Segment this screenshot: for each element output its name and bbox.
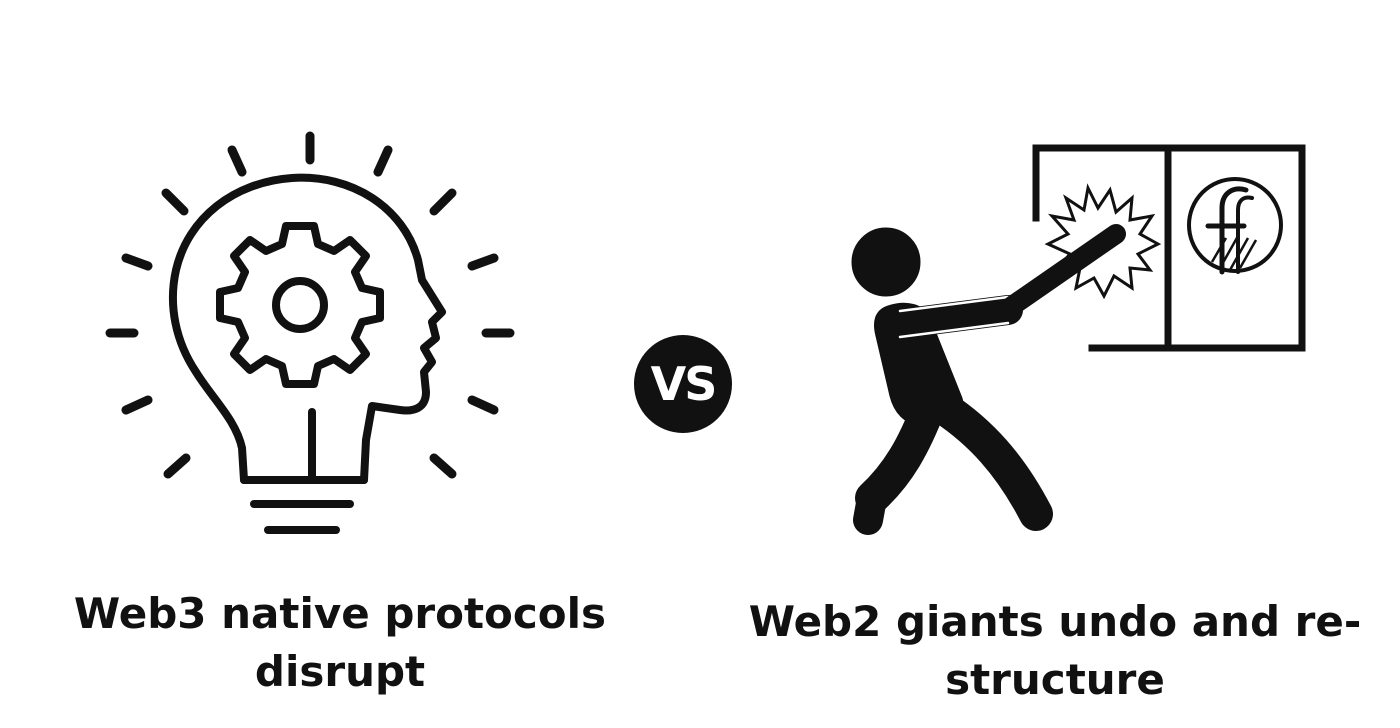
light-rays	[105, 131, 515, 479]
left-caption: Web3 native protocols disrupt	[40, 585, 640, 701]
head-bulb-outline	[168, 173, 446, 484]
person-front-leg	[927, 391, 1053, 531]
right-caption-line-2: structure	[945, 655, 1165, 704]
right-caption: Web2 giants undo and re- structure	[720, 593, 1390, 709]
window-frame	[1032, 144, 1306, 352]
person-head	[851, 227, 921, 297]
left-caption-line-1: Web3 native protocols	[73, 589, 607, 638]
person-arm-highlight	[898, 295, 1010, 313]
left-caption-line-2: disrupt	[254, 647, 426, 696]
person-breaking-window-icon	[851, 144, 1306, 535]
vs-badge: VS	[634, 335, 732, 433]
person-back-foot	[853, 483, 887, 535]
baseball-bat-icon	[1002, 224, 1126, 316]
gear-icon	[216, 222, 384, 388]
lightbulb-head-gear-icon	[105, 131, 515, 534]
vs-badge-circle	[634, 335, 732, 433]
person-arm	[885, 295, 1023, 339]
vs-label: VS	[651, 357, 716, 411]
facebook-logo-icon	[1187, 177, 1283, 275]
person-back-leg	[855, 387, 947, 515]
person-silhouette	[851, 224, 1126, 535]
person-arm-highlight-lower	[898, 321, 1010, 339]
right-caption-line-1: Web2 giants undo and re-	[748, 597, 1362, 646]
